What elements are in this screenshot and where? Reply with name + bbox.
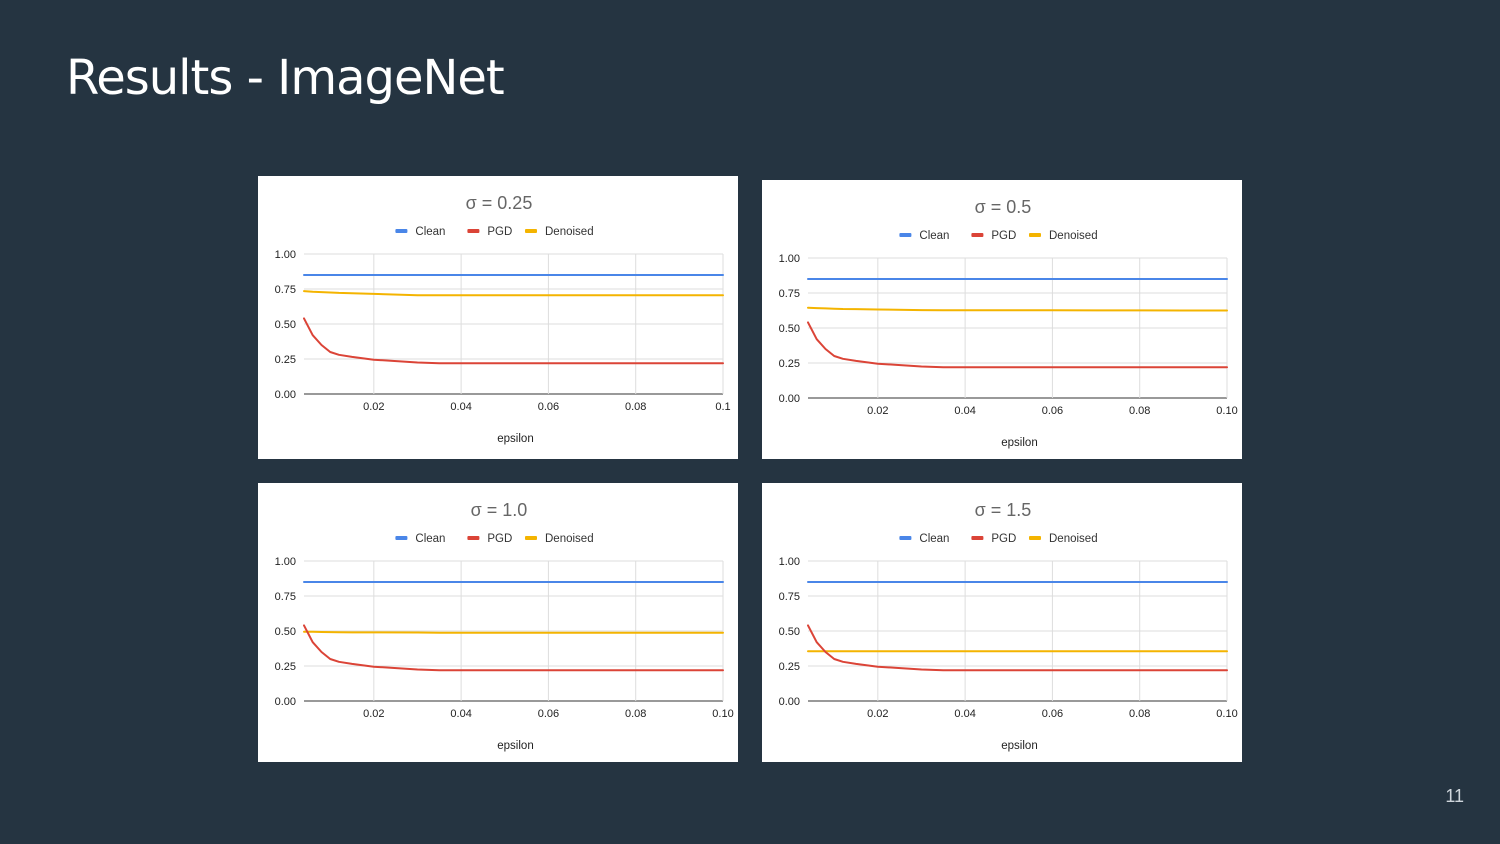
- legend-swatch-clean: [395, 536, 408, 540]
- legend-label-denoised: Denoised: [1049, 533, 1098, 545]
- x-tick-label: 0.06: [1042, 405, 1063, 417]
- legend-swatch-pgd: [467, 229, 480, 233]
- x-tick-label: 0.04: [450, 401, 471, 413]
- y-tick-label: 1.00: [275, 556, 296, 568]
- series-line-pgd: [807, 624, 1228, 672]
- legend-label-clean: Clean: [919, 230, 949, 242]
- series-line-pgd: [303, 317, 724, 365]
- legend-label-pgd: PGD: [487, 226, 512, 238]
- legend-label-pgd: PGD: [991, 533, 1016, 545]
- x-tick-label: 0.06: [538, 708, 559, 720]
- legend-label-clean: Clean: [415, 533, 445, 545]
- y-tick-label: 0.50: [779, 626, 800, 638]
- legend-swatch-denoised: [1029, 233, 1041, 237]
- series-line-denoised: [303, 630, 724, 634]
- x-tick-label: 0.02: [363, 708, 384, 720]
- series-line-pgd: [303, 624, 724, 672]
- legend: Clean PGD Denoised: [899, 230, 1098, 242]
- slide-title: Results - ImageNet: [66, 50, 505, 106]
- x-tick-label: 0.1: [715, 401, 730, 413]
- legend-swatch-clean: [899, 233, 912, 237]
- x-axis-title: epsilon: [497, 433, 533, 445]
- y-tick-label: 0.75: [275, 591, 296, 603]
- legend-label-pgd: PGD: [487, 533, 512, 545]
- legend-label-denoised: Denoised: [1049, 230, 1098, 242]
- x-tick-label: 0.10: [712, 708, 733, 720]
- y-tick-label: 0.50: [275, 626, 296, 638]
- y-tick-label: 0.25: [779, 661, 800, 673]
- x-tick-label: 0.08: [625, 708, 646, 720]
- legend-label-clean: Clean: [919, 533, 949, 545]
- x-tick-label: 0.08: [1129, 405, 1150, 417]
- series-line-denoised: [807, 306, 1228, 312]
- y-tick-label: 0.25: [779, 358, 800, 370]
- x-tick-label: 0.06: [538, 401, 559, 413]
- x-tick-label: 0.10: [1216, 708, 1237, 720]
- y-tick-label: 0.75: [779, 591, 800, 603]
- x-tick-label: 0.06: [1042, 708, 1063, 720]
- x-axis-title: epsilon: [1001, 437, 1037, 449]
- x-axis-title: epsilon: [497, 740, 533, 752]
- legend-label-denoised: Denoised: [545, 226, 594, 238]
- y-tick-label: 0.50: [275, 319, 296, 331]
- y-tick-label: 0.00: [275, 696, 296, 708]
- y-tick-label: 0.25: [275, 354, 296, 366]
- x-axis-title: epsilon: [1001, 740, 1037, 752]
- legend-swatch-pgd: [971, 233, 984, 237]
- y-tick-label: 1.00: [275, 249, 296, 261]
- x-tick-label: 0.10: [1216, 405, 1237, 417]
- legend-swatch-clean: [395, 229, 408, 233]
- legend-swatch-clean: [899, 536, 912, 540]
- legend: Clean PGD Denoised: [899, 533, 1098, 545]
- legend-label-denoised: Denoised: [545, 533, 594, 545]
- y-tick-label: 0.75: [275, 284, 296, 296]
- x-tick-label: 0.02: [867, 708, 888, 720]
- chart-title: σ = 1.5: [975, 500, 1032, 520]
- y-tick-label: 0.25: [275, 661, 296, 673]
- legend-swatch-pgd: [971, 536, 984, 540]
- y-tick-label: 1.00: [779, 556, 800, 568]
- legend-label-clean: Clean: [415, 226, 445, 238]
- chart-title: σ = 1.0: [471, 500, 528, 520]
- y-tick-label: 0.00: [779, 696, 800, 708]
- legend-swatch-denoised: [1029, 536, 1041, 540]
- x-tick-label: 0.04: [954, 708, 975, 720]
- legend: Clean PGD Denoised: [395, 226, 594, 238]
- x-tick-label: 0.02: [363, 401, 384, 413]
- y-tick-label: 0.00: [779, 393, 800, 405]
- legend-swatch-denoised: [525, 536, 537, 540]
- x-tick-label: 0.02: [867, 405, 888, 417]
- page-number: 11: [1445, 786, 1464, 806]
- legend: Clean PGD Denoised: [395, 533, 594, 545]
- x-tick-label: 0.04: [450, 708, 471, 720]
- x-tick-label: 0.04: [954, 405, 975, 417]
- x-tick-label: 0.08: [1129, 708, 1150, 720]
- y-tick-label: 0.50: [779, 323, 800, 335]
- chart-title: σ = 0.25: [466, 193, 533, 213]
- x-tick-label: 0.08: [625, 401, 646, 413]
- series-line-pgd: [807, 321, 1228, 369]
- legend-swatch-pgd: [467, 536, 480, 540]
- legend-swatch-denoised: [525, 229, 537, 233]
- y-tick-label: 0.75: [779, 288, 800, 300]
- y-tick-label: 0.00: [275, 389, 296, 401]
- y-tick-label: 1.00: [779, 253, 800, 265]
- series-line-denoised: [303, 290, 724, 297]
- chart-title: σ = 0.5: [975, 197, 1032, 217]
- legend-label-pgd: PGD: [991, 230, 1016, 242]
